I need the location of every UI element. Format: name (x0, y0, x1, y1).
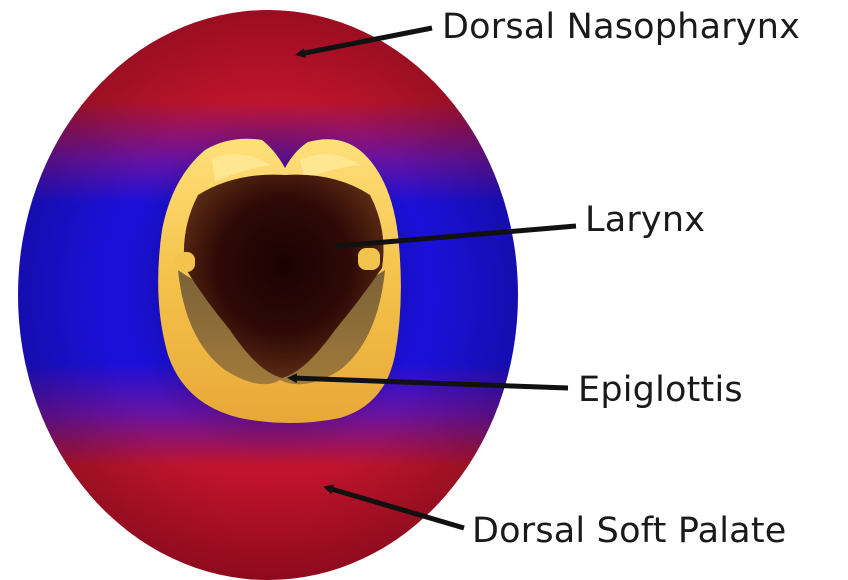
label-epiglottis: Epiglottis (578, 373, 743, 408)
label-dorsal-nasopharynx: Dorsal Nasopharynx (442, 10, 800, 45)
label-dorsal-soft-palate: Dorsal Soft Palate (472, 514, 786, 549)
label-larynx: Larynx (585, 203, 705, 238)
